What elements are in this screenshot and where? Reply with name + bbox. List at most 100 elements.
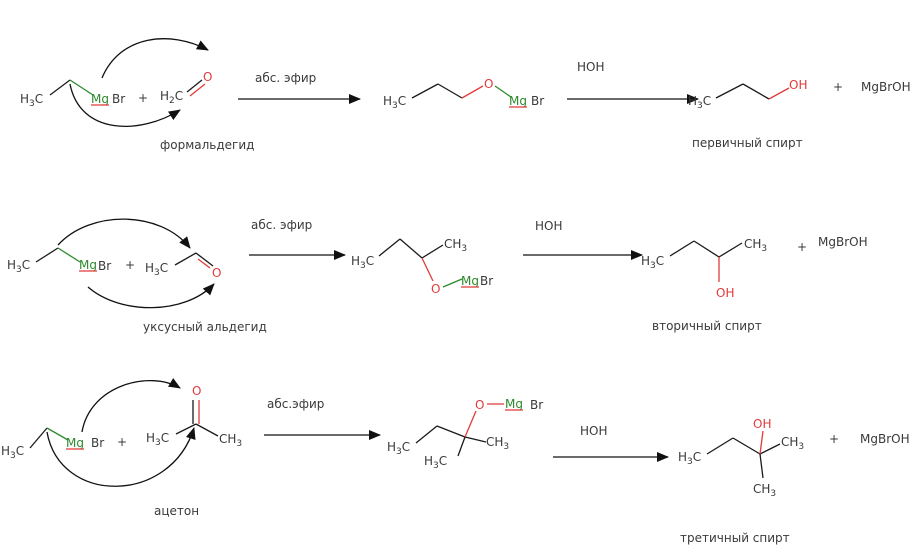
mg-label: Mg bbox=[461, 274, 479, 288]
bond bbox=[35, 247, 59, 263]
bond bbox=[49, 79, 71, 96]
hydroxyl-label: OH bbox=[716, 286, 734, 300]
plus-sign: + bbox=[833, 80, 843, 94]
hydroxyl-label: OH bbox=[753, 417, 771, 431]
ch3-label: CH3 bbox=[486, 435, 509, 452]
br-label: Br bbox=[98, 259, 111, 273]
h3c-label: H3C bbox=[424, 454, 447, 471]
bond bbox=[715, 83, 744, 99]
h3c-label: H3C bbox=[145, 261, 168, 278]
bond bbox=[759, 430, 764, 455]
reagent-name: ацетон bbox=[154, 504, 199, 518]
bond bbox=[437, 83, 463, 99]
grignard-reagent-3: H3C Mg Br bbox=[1, 427, 104, 461]
condition-label: абс. эфир bbox=[255, 71, 316, 85]
h3c-label: H3C bbox=[387, 440, 410, 457]
bond-c-mg bbox=[46, 427, 69, 441]
intermediate-3: H3C CH3 H3C O Mg Br bbox=[387, 397, 543, 471]
ch3-label: CH3 bbox=[753, 482, 776, 499]
bond bbox=[378, 238, 401, 257]
h2c-label: H2C bbox=[160, 89, 183, 106]
bond bbox=[29, 427, 48, 449]
h3c-label: H3C bbox=[678, 450, 701, 467]
water-label: HOH bbox=[580, 424, 608, 438]
curved-arrow bbox=[81, 378, 181, 433]
br-label: Br bbox=[531, 94, 544, 108]
bond bbox=[759, 453, 764, 479]
byproduct-label: MgBrOH bbox=[861, 80, 911, 94]
bond bbox=[174, 252, 197, 266]
bond bbox=[464, 436, 487, 443]
row-2-acetaldehyde: H3C Mg Br + H3C O уксусный альдегид абс.… bbox=[7, 218, 868, 334]
product-name: третичный спирт bbox=[680, 531, 790, 545]
byproduct-label: MgBrOH bbox=[818, 235, 868, 249]
grignard-reagent-2: H3C Mg Br bbox=[7, 247, 111, 275]
plus-sign: + bbox=[125, 258, 135, 272]
bond bbox=[693, 240, 720, 258]
intermediate-1: H3C O Mg Br bbox=[383, 77, 544, 111]
br-label: Br bbox=[480, 274, 493, 288]
bond bbox=[669, 240, 695, 257]
acetone: H3C CH3 O bbox=[146, 384, 242, 449]
curved-arrow bbox=[87, 283, 215, 309]
condition-label: абс. эфир bbox=[251, 218, 312, 232]
oxygen-label: O bbox=[192, 384, 201, 398]
reagent-name: формальдегид bbox=[160, 138, 254, 152]
plus-sign: + bbox=[829, 432, 839, 446]
bond-o-mg bbox=[494, 85, 512, 98]
bond bbox=[457, 436, 466, 457]
bond bbox=[421, 257, 434, 282]
bond bbox=[421, 244, 444, 259]
h3c-label: H3C bbox=[7, 258, 30, 275]
water-label: HOH bbox=[577, 60, 605, 74]
product-3: H3C CH3 CH3 OH bbox=[678, 417, 804, 499]
curved-arrow bbox=[101, 38, 209, 79]
h3c-label: H3C bbox=[20, 92, 43, 109]
curved-arrow bbox=[57, 218, 191, 249]
h3c-label: H3C bbox=[1, 444, 24, 461]
hydroxyl-label: OH bbox=[789, 78, 807, 92]
product-name: вторичный спирт bbox=[652, 319, 762, 333]
byproduct-label: MgBrOH bbox=[860, 432, 910, 446]
bond bbox=[415, 425, 438, 444]
condition-label: абс.эфир bbox=[267, 397, 324, 411]
row-3-acetone: H3C Mg Br + H3C CH3 O ацетон абс.эфир H3… bbox=[1, 378, 910, 545]
ch3-label: CH3 bbox=[219, 432, 242, 449]
br-label: Br bbox=[91, 436, 104, 450]
formaldehyde: H2C O bbox=[160, 70, 212, 106]
double-bond bbox=[197, 258, 211, 269]
plus-sign: + bbox=[117, 435, 127, 449]
product-name: первичный спирт bbox=[692, 136, 803, 150]
h3c-label: H3C bbox=[146, 431, 169, 448]
bond bbox=[706, 437, 734, 455]
h3c-label: H3C bbox=[383, 94, 406, 111]
plus-sign: + bbox=[797, 240, 807, 254]
product-2: H3C CH3 OH bbox=[641, 237, 767, 300]
h3c-label: H3C bbox=[688, 94, 711, 111]
double-bond bbox=[186, 79, 203, 93]
grignard-reagent-1: H3C Mg Br bbox=[20, 79, 125, 109]
bond bbox=[399, 238, 423, 259]
curved-arrow bbox=[46, 427, 196, 487]
bond bbox=[768, 87, 790, 100]
bond bbox=[195, 423, 219, 437]
product-1: H3C OH bbox=[688, 78, 807, 111]
curved-arrow bbox=[69, 83, 181, 127]
bond bbox=[718, 242, 743, 258]
oxygen-label: O bbox=[203, 70, 212, 84]
plus-sign: + bbox=[138, 91, 148, 105]
oxygen-label: O bbox=[475, 398, 484, 412]
ch3-label: CH3 bbox=[444, 237, 467, 254]
oxygen-label: O bbox=[484, 77, 493, 91]
bond bbox=[461, 85, 484, 99]
bond-c-mg bbox=[57, 247, 81, 263]
row-1-formaldehyde: H3C Mg Br + H2C O формальдегид абс. эфир… bbox=[20, 38, 911, 152]
mg-label: Mg bbox=[79, 258, 97, 272]
bond bbox=[464, 410, 477, 438]
oxygen-label: O bbox=[431, 282, 440, 296]
ch3-label: CH3 bbox=[781, 435, 804, 452]
acetaldehyde: H3C O bbox=[145, 252, 221, 280]
bond bbox=[436, 425, 466, 438]
h3c-label: H3C bbox=[641, 254, 664, 271]
